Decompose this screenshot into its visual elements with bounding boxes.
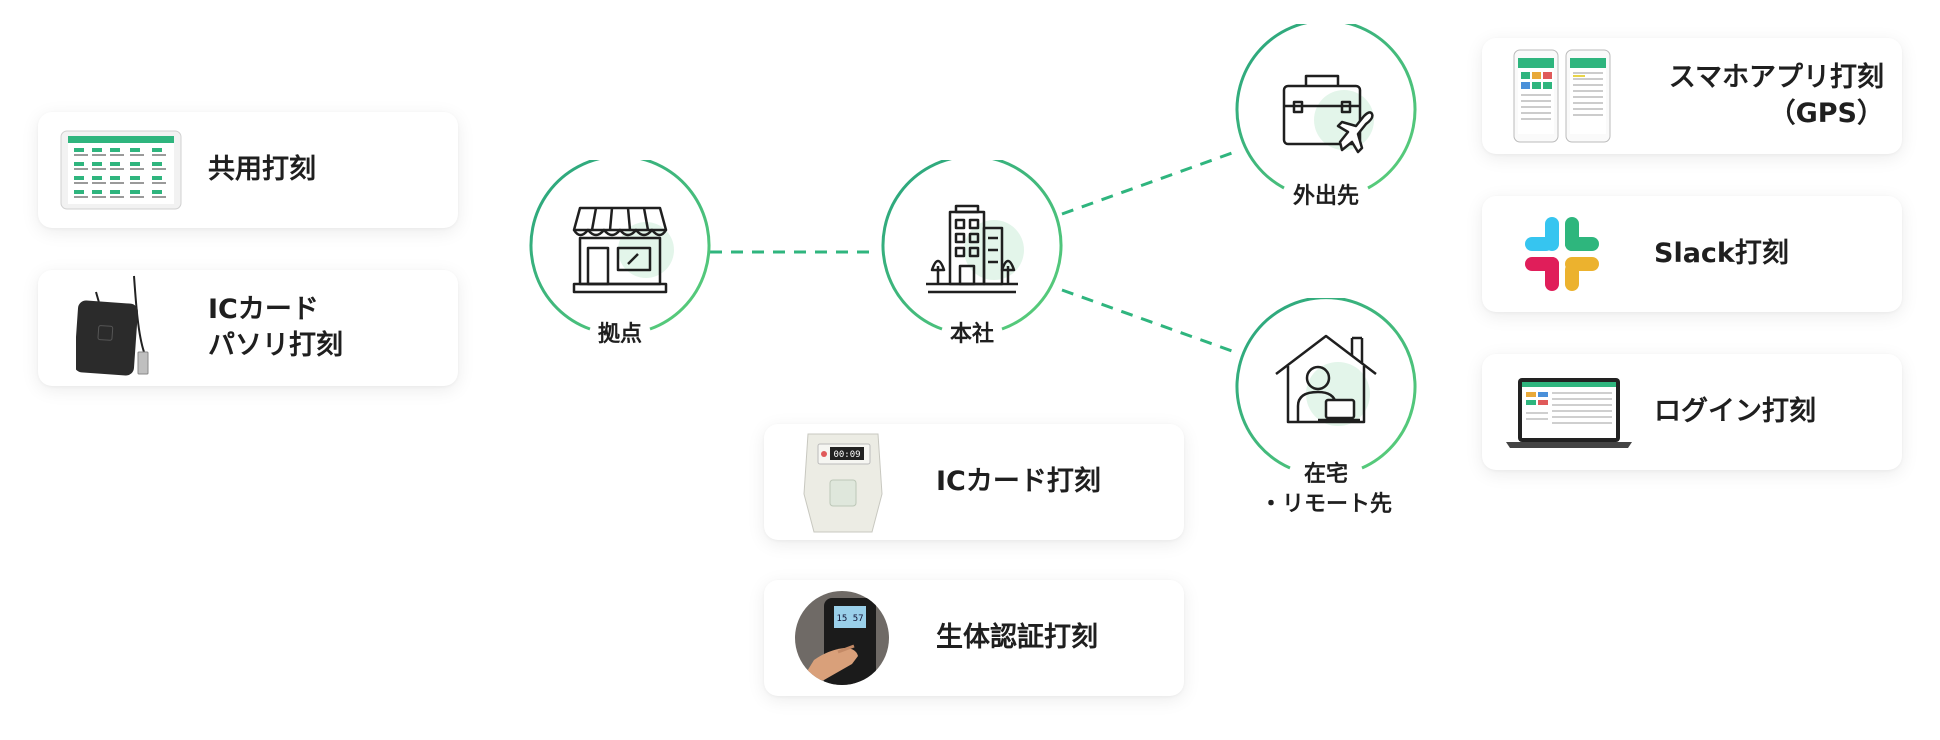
node-outside: 外出先 <box>1234 24 1418 209</box>
node-outside-label: 外出先 <box>1292 184 1359 209</box>
connector-hq-outside <box>1061 151 1233 216</box>
ic-card-clock-label: ICカード打刻 <box>936 466 1101 497</box>
slack-clock-card[interactable]: Slack打刻 <box>1482 196 1902 312</box>
ic-card-terminal-icon: 00:09 <box>803 433 883 533</box>
ic-pasori-card[interactable]: ICカード パソリ打刻 <box>38 270 458 386</box>
login-clock-card[interactable]: ログイン打刻 <box>1482 354 1902 470</box>
node-branch: 拠点 <box>528 160 712 347</box>
slack-logo-icon <box>1525 217 1599 291</box>
fingerprint-device-icon: 15 57 <box>795 591 889 685</box>
node-branch-label: 拠点 <box>597 322 642 347</box>
ic-card-clock-card[interactable]: 00:09 ICカード打刻 <box>764 424 1184 540</box>
login-clock-label: ログイン打刻 <box>1654 396 1816 427</box>
tablet-screen-icon <box>60 130 182 210</box>
briefcase-airplane-icon <box>1282 74 1374 154</box>
smartphone-app-label: スマホアプリ打刻 （GPS） <box>1668 62 1884 129</box>
svg-text:00:09: 00:09 <box>833 450 860 460</box>
office-building-icon <box>926 204 1018 294</box>
connector-hq-remote <box>1061 288 1233 353</box>
biometric-clock-label: 生体認証打刻 <box>936 622 1098 653</box>
smartphone-app-card[interactable]: スマホアプリ打刻 （GPS） <box>1482 38 1902 154</box>
ic-pasori-label: ICカード パソリ打刻 <box>208 294 343 361</box>
node-hq: 本社 <box>880 160 1064 347</box>
shared-clock-label: 共用打刻 <box>208 154 316 185</box>
home-worker-icon <box>1275 334 1377 424</box>
laptop-icon <box>1506 378 1632 448</box>
shared-clock-card[interactable]: 共用打刻 <box>38 112 458 228</box>
slack-clock-label: Slack打刻 <box>1654 238 1789 269</box>
card-reader-icon <box>76 275 149 376</box>
node-hq-label: 本社 <box>949 322 994 347</box>
biometric-clock-card[interactable]: 15 57 生体認証打刻 <box>764 580 1184 696</box>
smartphone-app-icon <box>1513 49 1611 143</box>
svg-text:15 57: 15 57 <box>836 614 863 624</box>
node-remote: 在宅 ・リモート先 <box>1234 298 1418 517</box>
store-icon <box>572 206 668 294</box>
node-remote-label: 在宅 ・リモート先 <box>1259 462 1392 517</box>
